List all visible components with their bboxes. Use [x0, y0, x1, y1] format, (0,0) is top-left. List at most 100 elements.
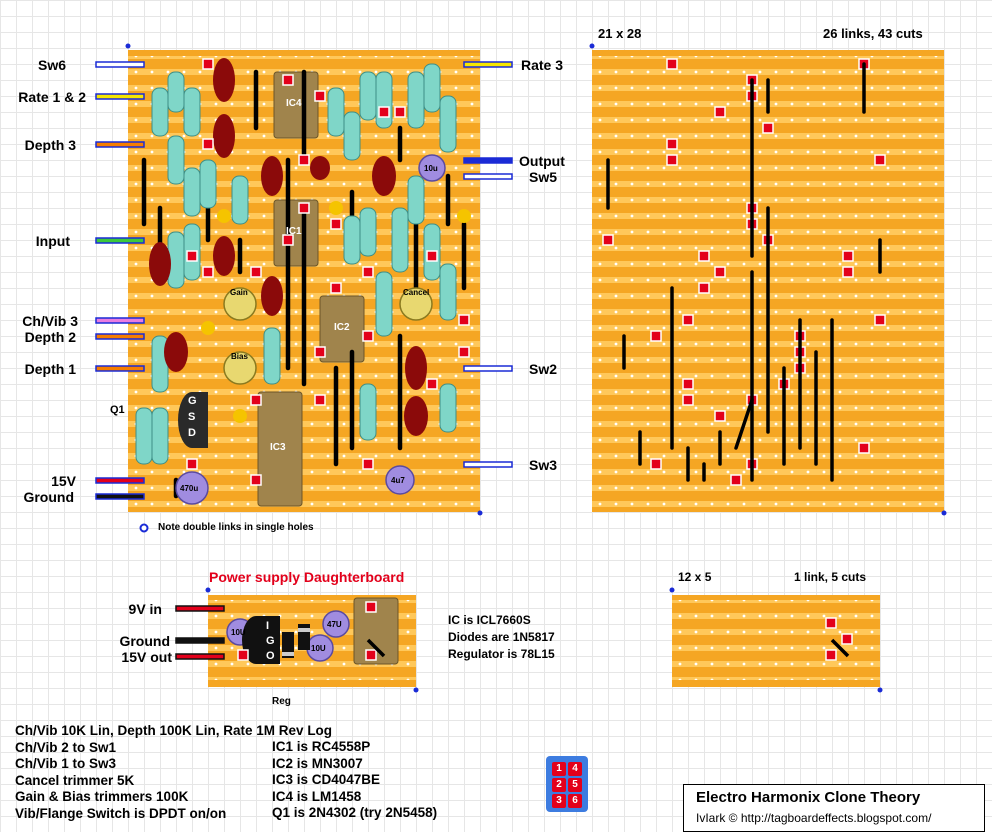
- track-cut-layout: [858, 442, 870, 454]
- daughter-note-diodes: Diodes are 1N5817: [448, 630, 555, 644]
- track-cut-layout: [730, 474, 742, 486]
- ceramic-capacitors: [201, 201, 471, 423]
- credit: IvIark © http://tagboardeffects.blogspot…: [696, 811, 932, 825]
- bom-right-line-2: IC2 is MN3007: [272, 755, 363, 771]
- page-title: Electro Harmonix Clone Theory: [696, 789, 921, 806]
- label-sw2: Sw2: [529, 361, 558, 377]
- daughter-note-ic: IC is ICL7660S: [448, 613, 531, 627]
- daughter-note-regulator: Regulator is 78L15: [448, 647, 555, 661]
- electrolytic-capacitors: [175, 154, 446, 662]
- double-links-note: Note double links in single holes: [158, 522, 314, 533]
- track-cut-layout: [698, 250, 710, 262]
- track-cut-main: [298, 154, 310, 166]
- track-cut-main: [314, 90, 326, 102]
- track-cut-main: [330, 282, 342, 294]
- bom-left-line-5: Gain & Bias trimmers 100K: [15, 789, 189, 804]
- daughter-notes: IC is ICL7660S Diodes are 1N5817 Regulat…: [448, 612, 555, 663]
- daughterboard-title: Power supply Daughterboard: [209, 569, 405, 585]
- track-cut-main: [282, 234, 294, 246]
- track-cut-main: [394, 106, 406, 118]
- trimmers: [223, 287, 433, 385]
- track-cut-main: [250, 266, 262, 278]
- reg-pin-i: I: [266, 620, 270, 632]
- bom-right-line-1: IC1 is RC4558P: [272, 739, 371, 754]
- bom-right-line-4: IC4 is LM1458: [272, 788, 362, 804]
- bom-right-line-3: IC3 is CD4047BE: [272, 772, 381, 787]
- film-capacitors: [149, 58, 428, 436]
- track-cut-layout: [650, 330, 662, 342]
- reg-pin-o: O: [266, 650, 275, 662]
- bom-left-line-2: Ch/Vib 2 to Sw1: [15, 739, 117, 755]
- label-depth-2: Depth 2: [24, 329, 76, 345]
- track-cut-layout: [650, 458, 662, 470]
- q1-pin-d: D: [188, 427, 196, 439]
- resistors: [135, 63, 457, 465]
- track-cut-main: [186, 458, 198, 470]
- label-daughter-ground: Ground: [119, 633, 170, 649]
- bias-trimmer-label: Bias: [231, 352, 248, 361]
- label-15v: 15V: [51, 473, 76, 489]
- cap-470u-label: 470u: [180, 484, 199, 493]
- label-rate-3: Rate 3: [521, 57, 564, 73]
- ic1-label: IC1: [286, 226, 302, 237]
- track-cut-main: [458, 314, 470, 326]
- daughter-ic-link: [366, 638, 386, 658]
- track-cut-main: [362, 458, 374, 470]
- note-marker-icon: [139, 523, 149, 533]
- output-wires: [463, 61, 513, 468]
- track-cut-layout: [874, 314, 886, 326]
- daughter-layout-summary: 1 link, 5 cuts: [794, 570, 867, 584]
- switch-pinout: 1 4 2 5 3 6: [546, 756, 588, 812]
- track-cut-layout: [682, 378, 694, 390]
- label-sw6: Sw6: [37, 57, 66, 73]
- track-cut-main: [282, 74, 294, 86]
- daughter-cap-2-label: 47U: [327, 620, 342, 629]
- cap-4u7-label: 4u7: [391, 476, 405, 485]
- ic-packages: [257, 71, 399, 665]
- daughter-cuts: [237, 601, 853, 661]
- bom-right: IC1 is RC4558P IC2 is MN3007 IC3 is CD40…: [272, 739, 437, 822]
- input-wires: [95, 61, 145, 500]
- track-cut-main: [426, 250, 438, 262]
- track-cut-main: [202, 58, 214, 70]
- track-cut-layout: [714, 266, 726, 278]
- track-cut-main: [186, 250, 198, 262]
- q1-pin-s: S: [188, 411, 196, 423]
- switch-pin-4: 4: [568, 762, 582, 776]
- daughter-cap-1-label: 10U: [231, 628, 246, 637]
- label-15v-out: 15V out: [121, 649, 172, 665]
- label-input: Input: [35, 233, 70, 249]
- label-depth-1: Depth 1: [24, 361, 76, 377]
- bom-left-line-3: Ch/Vib 1 to Sw3: [15, 756, 117, 771]
- daughter-wires: [175, 605, 225, 660]
- regulator-body: [242, 616, 280, 664]
- track-cut-main: [202, 266, 214, 278]
- gain-trimmer-label: Gain: [230, 288, 248, 297]
- track-cuts-main: [186, 58, 470, 486]
- track-cut-main: [202, 138, 214, 150]
- track-cut-layout: [714, 410, 726, 422]
- bom-right-line-5: Q1 is 2N4302 (try 2N5458): [272, 805, 438, 820]
- cap-10u-label: 10u: [424, 164, 438, 173]
- track-cut-main: [298, 202, 310, 214]
- label-output: Output: [519, 153, 565, 169]
- ic4-label: IC4: [286, 98, 302, 109]
- switch-pin-3: 3: [552, 794, 566, 808]
- bom-left-line-1: Ch/Vib 10K Lin, Depth 100K Lin, Rate 1M …: [15, 723, 333, 738]
- q1-transistor-body: [178, 392, 208, 448]
- label-sw5: Sw5: [529, 169, 558, 185]
- track-cut-layout: [842, 266, 854, 278]
- track-cut-layout: [682, 314, 694, 326]
- track-cut-main: [362, 266, 374, 278]
- track-cut-main: [362, 330, 374, 342]
- ic2-label: IC2: [334, 322, 350, 333]
- daughter-link: [830, 638, 850, 658]
- track-cut-main: [314, 346, 326, 358]
- bom-left-line-6: Vib/Flange Switch is DPDT on/on: [15, 805, 227, 821]
- track-cut-layout: [682, 394, 694, 406]
- track-cut-layout: [698, 282, 710, 294]
- switch-pin-5: 5: [568, 778, 582, 792]
- track-cut-main: [330, 218, 342, 230]
- label-chvib-3: Ch/Vib 3: [22, 313, 78, 329]
- layout-board-size: 21 x 28: [598, 26, 642, 41]
